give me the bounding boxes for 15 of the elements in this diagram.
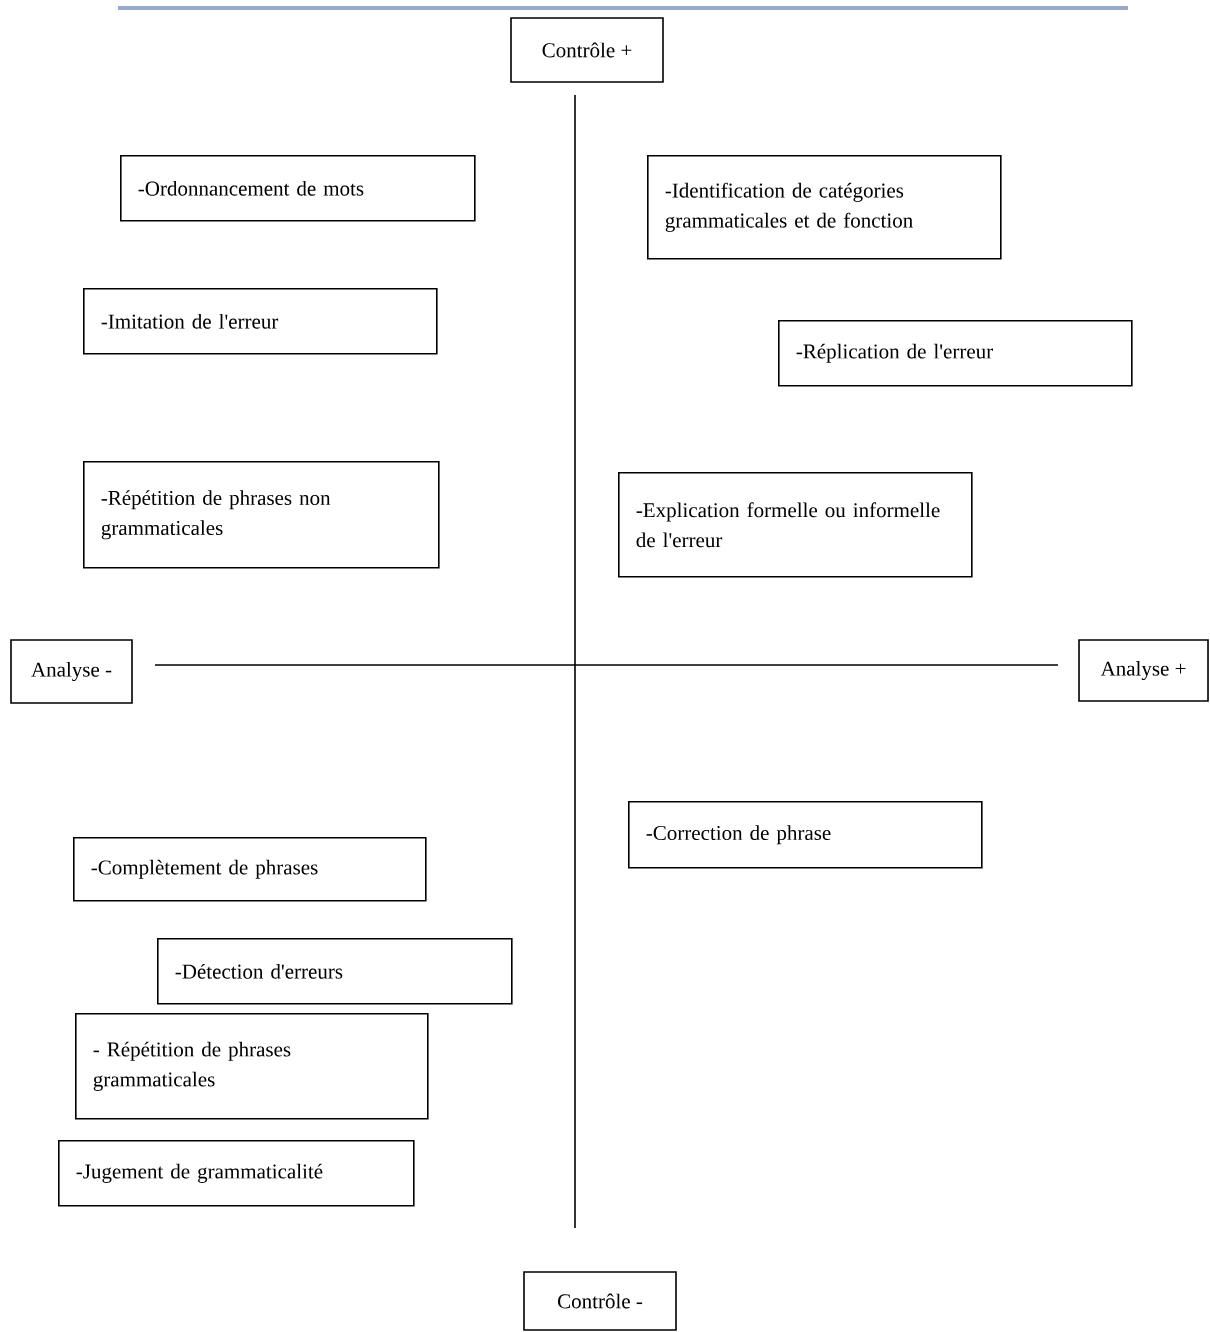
axis-end-box: Contrôle - xyxy=(523,1271,677,1331)
activity-box: -Jugement de grammaticalité xyxy=(58,1140,415,1207)
axis-end-box: Contrôle + xyxy=(510,17,664,83)
activity-box: -Ordonnancement de mots xyxy=(120,155,476,222)
activity-box: - Répétition de phrases grammaticales xyxy=(75,1013,429,1120)
activity-box: -Complètement de phrases xyxy=(73,837,427,902)
activity-box: -Détection d'erreurs xyxy=(157,938,513,1005)
activity-box: -Répétition de phrases non grammaticales xyxy=(83,461,440,569)
activity-box: -Explication formelle ou informelle de l'erreur xyxy=(618,472,973,578)
activity-box: -Correction de phrase xyxy=(628,801,983,869)
activity-box: -Identification de catégories grammaticales et de fonction xyxy=(647,155,1002,260)
axis-end-box: Analyse + xyxy=(1078,639,1209,702)
activity-box: -Réplication de l'erreur xyxy=(778,320,1133,387)
axis-end-box: Analyse - xyxy=(10,639,133,704)
activity-box: -Imitation de l'erreur xyxy=(83,288,438,355)
